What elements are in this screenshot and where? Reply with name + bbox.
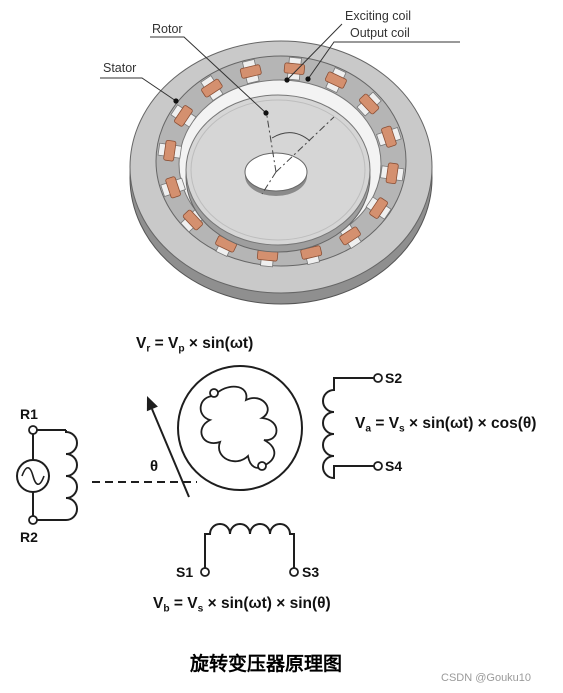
rotation-arrow-head xyxy=(146,396,158,412)
stator-label: Stator xyxy=(103,61,137,75)
stator-tooth xyxy=(200,75,224,102)
terminal-r1 xyxy=(28,425,38,435)
copper-coil xyxy=(359,93,380,115)
terminal-s3 xyxy=(289,567,299,577)
formula-vr-subscript: p xyxy=(178,343,185,355)
terminal-s2-label: S2 xyxy=(385,370,403,386)
formula-va-subscript: s xyxy=(399,423,405,435)
rotor-axis-line xyxy=(275,116,335,173)
rotor-circle xyxy=(177,365,303,491)
rotor-coil-end-bottom xyxy=(257,461,267,471)
resolver-illustration xyxy=(100,23,460,305)
formula-va-part: × sin(ωt) × cos(θ) xyxy=(404,415,537,432)
rotor-lamination-line xyxy=(190,99,366,241)
exciting-coil-label: Exciting coil xyxy=(345,9,411,23)
stator-tooth xyxy=(283,56,306,81)
ac-source-icon xyxy=(16,459,50,493)
stator-slots xyxy=(157,56,405,268)
copper-coil xyxy=(163,139,177,162)
rotor-leader-line xyxy=(150,36,267,114)
copper-coil xyxy=(201,78,223,98)
stator-tooth xyxy=(365,196,392,220)
terminal-r1-label: R1 xyxy=(20,406,38,422)
formula-vb-subscript: s xyxy=(197,603,204,615)
formula-va-subscript: a xyxy=(365,423,372,435)
rotation-angle-arc xyxy=(271,132,311,142)
formula-vr-part: = V xyxy=(150,335,179,352)
terminal-s1 xyxy=(200,567,210,577)
watermark: CSDN @Gouku10 xyxy=(441,672,532,684)
resolver-schematic xyxy=(16,365,383,577)
copper-coil xyxy=(385,162,399,185)
stator-tooth xyxy=(380,162,405,185)
stator-tooth xyxy=(170,104,197,128)
copper-coil xyxy=(165,176,181,199)
sine-wave-icon xyxy=(21,466,45,486)
terminal-s3-label: S3 xyxy=(302,564,320,580)
stator-tooth xyxy=(160,176,186,199)
rotor-coil-end-top xyxy=(209,388,219,398)
rotor-coil xyxy=(199,385,278,469)
diagram-caption: 旋转变压器原理图 xyxy=(190,653,343,675)
terminal-s1-label: S1 xyxy=(176,564,194,580)
excitation-coil xyxy=(65,430,78,521)
copper-coil xyxy=(182,209,203,231)
copper-coil xyxy=(324,71,347,89)
formula-vr-part: V xyxy=(136,335,147,352)
copper-coil xyxy=(381,125,397,148)
terminal-r2 xyxy=(28,515,38,525)
copper-coil xyxy=(174,105,193,127)
reference-axis-line xyxy=(265,109,277,173)
stator-tooth xyxy=(239,58,262,85)
formula-vb-part: × sin(ωt) × sin(θ) xyxy=(203,595,331,612)
formula-vb: Vb = Vs × sin(ωt) × sin(θ) xyxy=(153,595,331,615)
rotor-leader-dot xyxy=(263,110,269,116)
cosine-output-coil xyxy=(322,377,374,480)
formula-vb-part: V xyxy=(153,595,164,612)
formula-vr-part: × sin(ωt) xyxy=(184,335,254,352)
stator-tooth xyxy=(356,91,382,117)
formula-va-part: V xyxy=(355,415,366,432)
stator-tooth xyxy=(256,243,279,268)
terminal-r2-label: R2 xyxy=(20,529,38,545)
formula-va: Va = Vs × sin(ωt) × cos(θ) xyxy=(355,415,537,435)
rotation-arrow-shaft xyxy=(151,408,190,498)
angle-theta-label: θ xyxy=(150,458,159,475)
sine-output-coil xyxy=(204,523,295,568)
exciting-coil-leader-line xyxy=(286,23,343,81)
terminal-s4-label: S4 xyxy=(385,458,403,474)
stator-tooth xyxy=(324,67,347,94)
output-coil-label: Output coil xyxy=(350,26,410,40)
formula-vb-part: = V xyxy=(169,595,198,612)
center-axis-line xyxy=(261,171,277,195)
stator-tooth xyxy=(376,125,402,148)
stator-leader-dot xyxy=(173,98,179,104)
rotor-label: Rotor xyxy=(152,22,183,36)
output-coil-leader-line xyxy=(307,41,460,80)
stator-leader-line xyxy=(100,77,177,102)
terminal-s4 xyxy=(373,461,383,471)
formula-vb-subscript: b xyxy=(163,603,170,615)
copper-coil xyxy=(369,197,388,219)
formula-vr-subscript: r xyxy=(146,343,151,355)
formula-va-part: = V xyxy=(371,415,400,432)
excitation-wire xyxy=(32,429,66,521)
stator-tooth xyxy=(157,139,182,162)
exciting-coil-leader-dot xyxy=(284,77,290,83)
copper-coil xyxy=(339,226,361,246)
terminal-s2 xyxy=(373,373,383,383)
copper-coil xyxy=(239,64,262,79)
formula-vr: Vr = Vp × sin(ωt) xyxy=(136,335,254,355)
output-coil-leader-dot xyxy=(305,76,311,82)
